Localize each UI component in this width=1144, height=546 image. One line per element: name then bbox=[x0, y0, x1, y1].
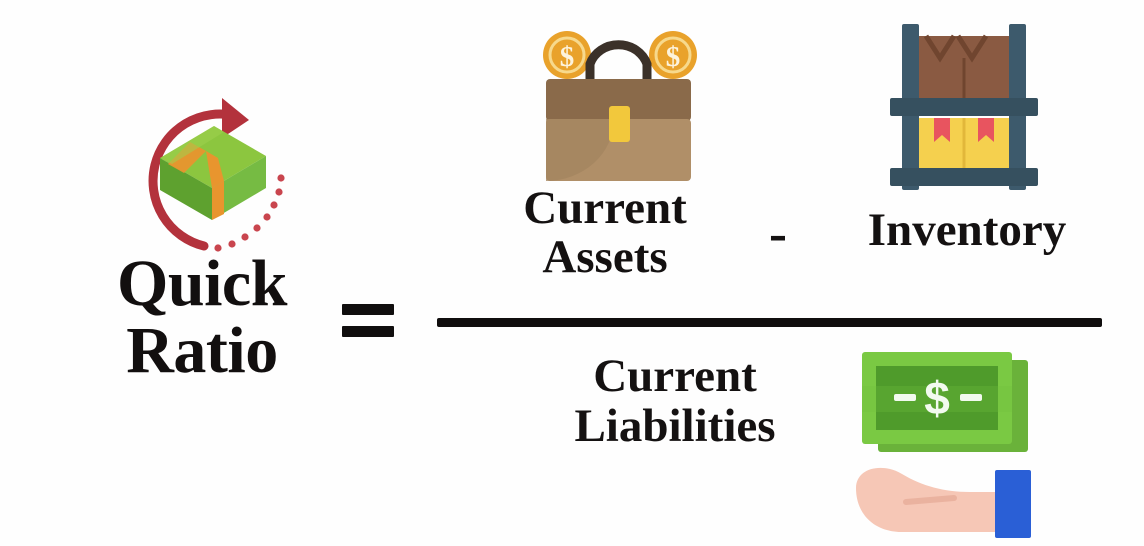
banknote: $ bbox=[862, 352, 1012, 444]
quick-ratio-label-line1: Quick bbox=[117, 247, 287, 320]
svg-text:$: $ bbox=[560, 41, 575, 73]
bottom-boxes bbox=[918, 118, 1010, 170]
current-liabilities-line2: Liabilities bbox=[574, 399, 776, 452]
svg-text:$: $ bbox=[924, 372, 950, 424]
current-assets-line1: Current bbox=[523, 182, 687, 234]
money-stack-refresh-icon bbox=[118, 92, 308, 262]
briefcase-with-coins-icon: $ $ bbox=[528, 22, 708, 190]
sleeve-cuff bbox=[995, 470, 1031, 538]
current-assets-label: Current Assets bbox=[460, 184, 750, 282]
current-liabilities-line1: Current bbox=[593, 350, 757, 402]
equals-operator bbox=[336, 292, 406, 352]
coin-left-icon: $ bbox=[543, 31, 591, 79]
coin-right-icon: $ bbox=[649, 31, 697, 79]
current-assets-line2: Assets bbox=[542, 230, 668, 283]
minus-operator: - bbox=[769, 203, 787, 263]
hand-holding-cash-icon: $ bbox=[848, 346, 1053, 542]
equals-bar-bottom bbox=[342, 326, 394, 337]
warehouse-shelf-boxes-icon bbox=[888, 18, 1040, 196]
quick-ratio-label-line2: Ratio bbox=[126, 314, 278, 388]
inventory-label: Inventory bbox=[867, 204, 1067, 256]
quick-ratio-label: Quick Ratio bbox=[62, 250, 342, 385]
top-box bbox=[918, 34, 1010, 98]
fraction-bar bbox=[437, 318, 1102, 327]
equals-bar-top bbox=[342, 304, 394, 315]
svg-text:$: $ bbox=[666, 41, 681, 73]
current-liabilities-label: Current Liabilities bbox=[505, 350, 845, 452]
